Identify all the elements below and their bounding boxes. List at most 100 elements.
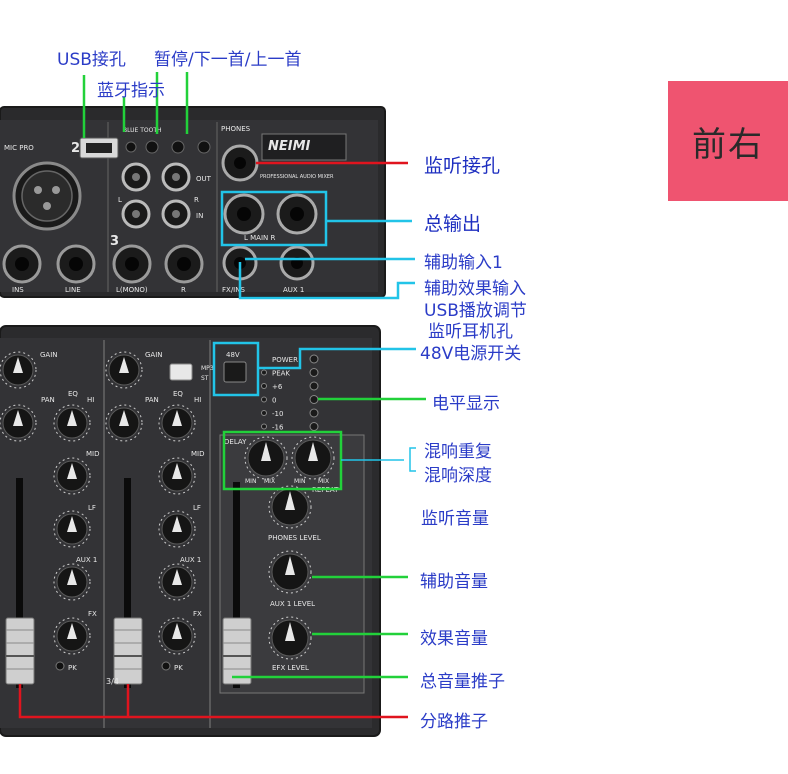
phantom-callout — [212, 341, 416, 397]
meter-led-4 — [309, 408, 319, 418]
aux1-jack[interactable] — [279, 245, 315, 281]
lf-knob-2[interactable] — [158, 510, 196, 548]
headphone-jack-label: 监听耳机孔 — [428, 322, 513, 342]
hi-label-2: HI — [194, 396, 201, 404]
fx-label-2: FX — [193, 610, 202, 618]
pk-led-2 — [161, 661, 171, 671]
brand-plate — [261, 133, 347, 161]
aux-fx-input-label: 辅助效果输入 — [424, 279, 526, 299]
phantom-48v-switch[interactable] — [223, 361, 247, 383]
ins-label: INS — [12, 286, 24, 294]
v48-label: 48V — [226, 351, 240, 359]
fx-volume-label: 效果音量 — [420, 629, 488, 649]
meter-label-0: POWER — [272, 356, 298, 364]
next-button[interactable] — [197, 140, 211, 154]
mid-knob-2[interactable] — [158, 457, 196, 495]
channel-2-label: 2 — [71, 141, 80, 156]
usb-playback-label: USB播放调节 — [424, 301, 527, 321]
channel-fader-1-slot — [16, 478, 23, 688]
pan-knob-1[interactable] — [0, 404, 37, 442]
aux1-level-label: AUX 1 LEVEL — [270, 600, 315, 608]
lmono-label: L(MONO) — [116, 286, 148, 294]
r-jack[interactable] — [164, 244, 204, 284]
pan-knob-2[interactable] — [105, 404, 143, 442]
lf-knob-1[interactable] — [53, 510, 91, 548]
brand-label: NEIMI — [268, 139, 311, 154]
lf-label-2: LF — [193, 504, 201, 512]
min-label-1: MIN — [245, 478, 256, 485]
meter-led-1 — [309, 368, 319, 377]
hi-knob-1[interactable] — [53, 404, 91, 442]
gain-knob-2[interactable] — [105, 351, 143, 389]
rca-out-left[interactable] — [121, 162, 151, 192]
usb-port[interactable] — [79, 137, 119, 159]
channel-3-4-label: 3/4 — [106, 677, 119, 686]
previous-button[interactable] — [171, 140, 185, 154]
aux1-knob-label-2: AUX 1 — [180, 556, 201, 564]
phones-label: PHONES — [221, 125, 251, 133]
top-callout-lines — [82, 72, 189, 138]
aux1-knob-1[interactable] — [53, 563, 91, 601]
master-fader-label: 总音量推子 — [420, 672, 505, 692]
delay-repeat-knob[interactable] — [244, 436, 288, 480]
meter-led-left-5 — [261, 423, 267, 430]
meter-led-left-4 — [261, 410, 267, 416]
channel-3-label: 3 — [110, 234, 119, 249]
mid-label-2: MID — [191, 450, 205, 458]
meter-led-0 — [309, 354, 319, 364]
aux1-knob-2[interactable] — [158, 563, 196, 601]
channel-fader-2-slot — [124, 478, 131, 688]
rca-out-right[interactable] — [161, 162, 191, 192]
phones-level-knob[interactable] — [268, 485, 312, 529]
st-label: ST — [201, 375, 209, 382]
aux-input-1-label: 辅助输入1 — [424, 253, 503, 273]
lmono-jack[interactable] — [112, 244, 152, 284]
main-output-label: 总输出 — [424, 213, 482, 235]
l-label: L — [118, 196, 122, 204]
fx-knob-2[interactable] — [158, 617, 196, 655]
main-out-left-jack[interactable] — [223, 193, 265, 235]
mid-knob-1[interactable] — [53, 457, 91, 495]
out-label: OUT — [196, 175, 212, 183]
r-label: R — [194, 196, 199, 204]
mix-label-1: MIX — [264, 478, 275, 485]
gain-knob-1[interactable] — [0, 351, 37, 389]
fx-knob-1[interactable] — [53, 617, 91, 655]
eq-label-2: EQ — [173, 390, 183, 398]
xlr-jack[interactable] — [12, 161, 82, 231]
aux1-jack-label: AUX 1 — [283, 286, 304, 294]
line-jack[interactable] — [56, 244, 96, 284]
reverb-depth-label: 混响深度 — [424, 466, 492, 486]
channel-fader-2[interactable] — [113, 617, 143, 685]
min-label-2: MIN — [294, 478, 305, 485]
pk-label-2: PK — [174, 664, 183, 672]
meter-label-2: +6 — [272, 383, 283, 391]
play-pause-button[interactable] — [145, 140, 159, 154]
reverb-repeat-label: 混响重复 — [424, 442, 492, 462]
brand-subtitle: PROFESSIONAL AUDIO MIXER — [260, 174, 334, 180]
lf-label-1: LF — [88, 504, 96, 512]
rca-in-right[interactable] — [161, 199, 191, 229]
aux-callout — [238, 257, 415, 300]
rca-in-left[interactable] — [121, 199, 151, 229]
eq-label-1: EQ — [68, 390, 78, 398]
phones-jack[interactable] — [221, 144, 259, 182]
main-out-right-jack[interactable] — [276, 193, 318, 235]
channel-fader-1[interactable] — [5, 617, 35, 685]
aux1-level-knob[interactable] — [268, 550, 312, 594]
in-label: IN — [196, 212, 203, 220]
efx-level-knob[interactable] — [268, 616, 312, 660]
master-fader[interactable] — [222, 617, 252, 685]
mid-label-1: MID — [86, 450, 100, 458]
meter-label-5: -16 — [272, 424, 284, 432]
meter-led-5 — [309, 422, 319, 431]
position-badge: 前右 — [668, 81, 788, 201]
hi-knob-2[interactable] — [158, 404, 196, 442]
gain-label-1: GAIN — [40, 351, 58, 359]
master-fader-slot — [233, 482, 240, 688]
delay-mix-knob[interactable] — [291, 436, 335, 480]
ins-jack[interactable] — [2, 244, 42, 284]
meter-led-left-3 — [261, 396, 267, 403]
mp3-st-switch[interactable] — [169, 363, 193, 381]
aux-volume-label: 辅助音量 — [420, 572, 488, 592]
